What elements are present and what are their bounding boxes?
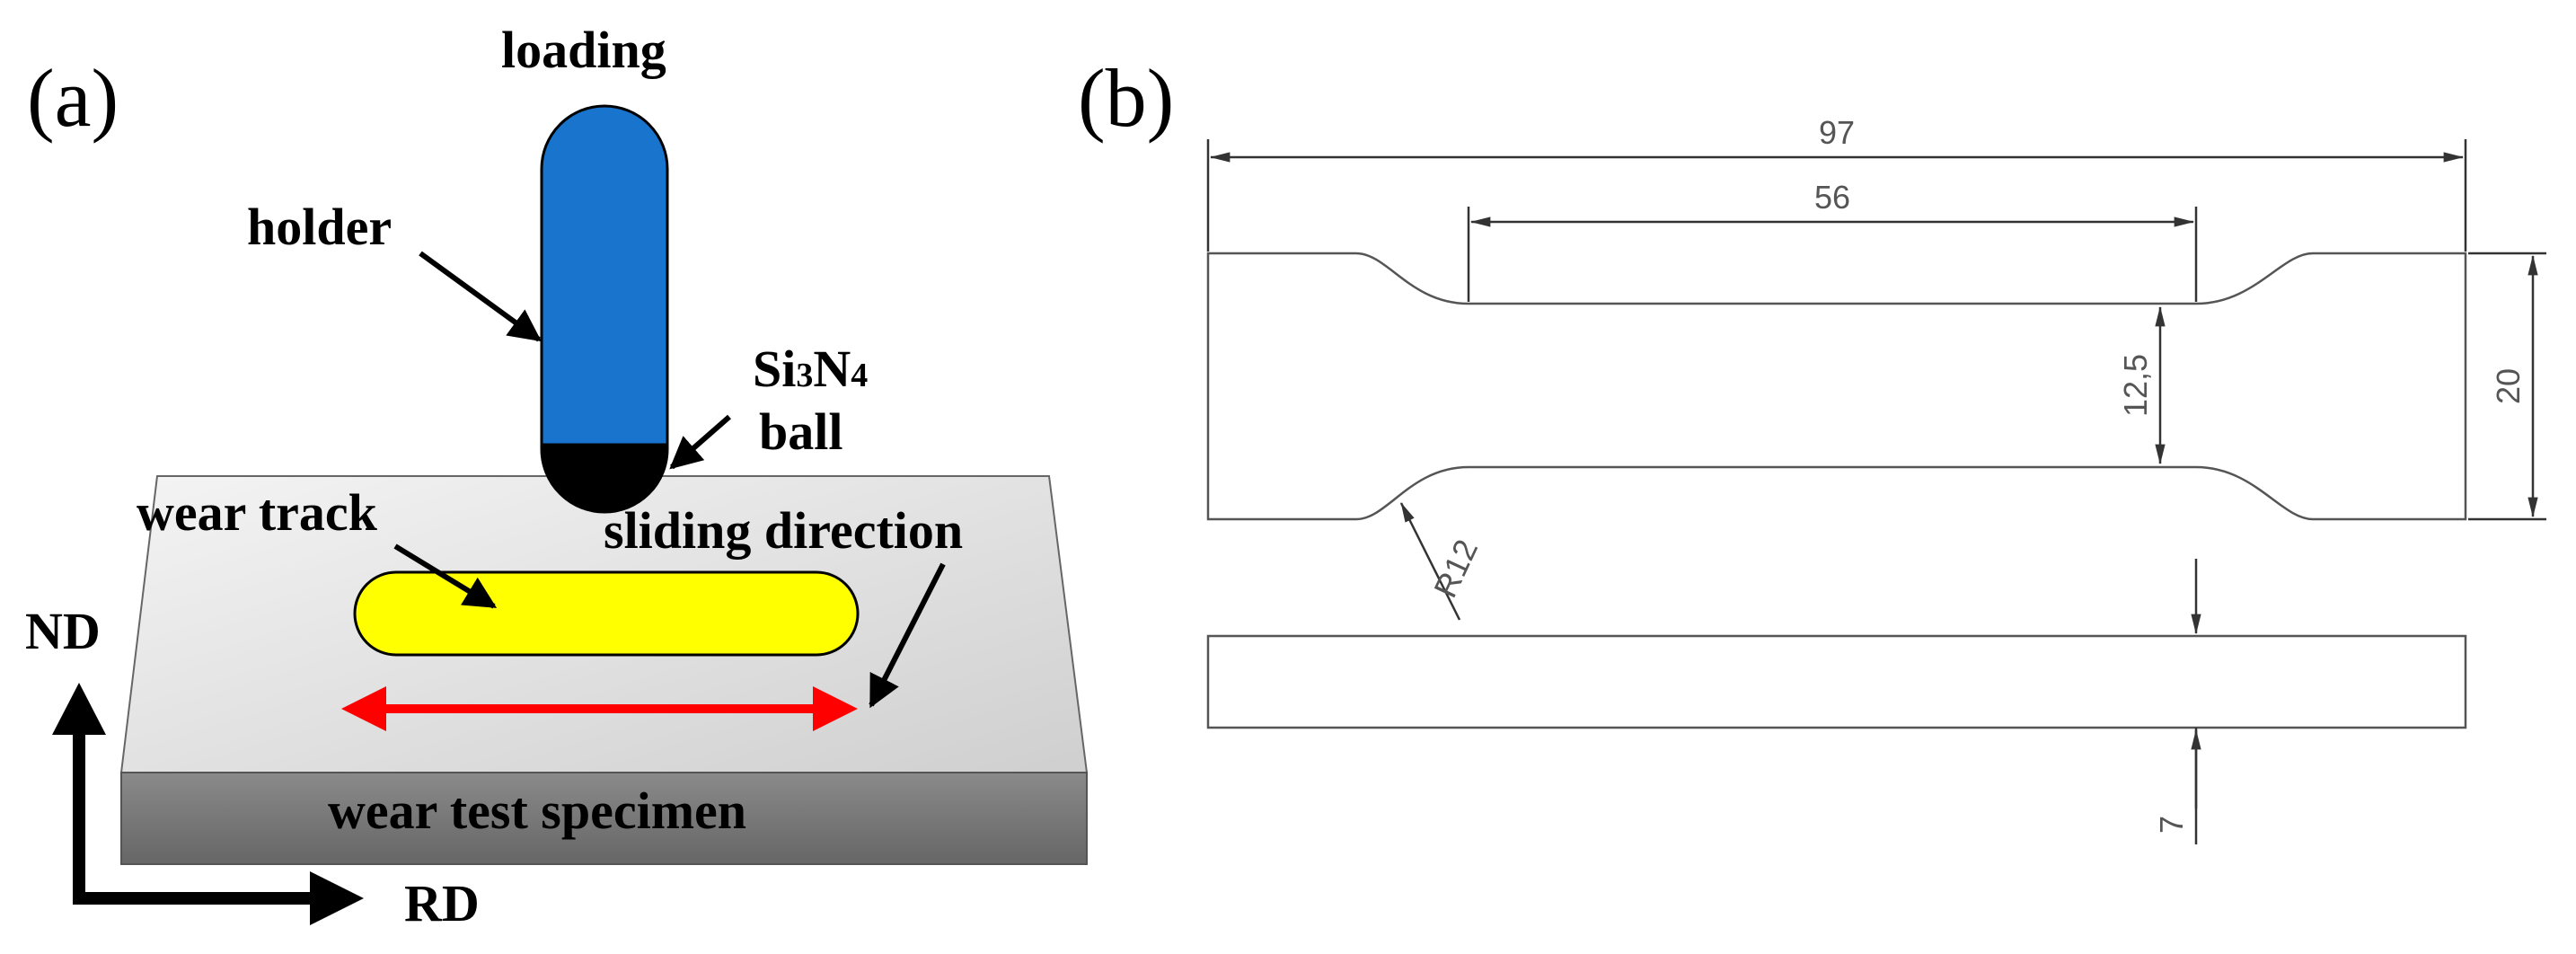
sliding-direction-label: sliding direction <box>604 501 963 560</box>
dim-total-length-label: 97 <box>1819 114 1855 151</box>
dim-radius-label: R12 <box>1426 534 1485 603</box>
rd-label: RD <box>404 874 480 932</box>
panel-a-label: (a) <box>27 52 119 144</box>
sliding-direction-pointer-arrow <box>869 562 946 709</box>
dogbone-outline <box>1206 252 2467 521</box>
ball-formula-label: Si3N4 <box>753 340 868 398</box>
dim-total-length: 97 <box>1206 114 2467 252</box>
wear-track-pointer-arrow <box>393 543 498 609</box>
holder-label: holder <box>247 198 392 256</box>
dim-gauge-width: 12,5 <box>2117 305 2166 465</box>
dim-gauge-length-label: 56 <box>1814 179 1850 216</box>
panel-b-label: (b) <box>1078 52 1174 144</box>
side-view-plate <box>1206 634 2467 729</box>
nd-label: ND <box>25 602 101 660</box>
dim-gauge-length: 56 <box>1467 179 2198 302</box>
ball-pointer-arrow <box>669 414 731 470</box>
dim-thickness: 7 <box>2153 559 2201 844</box>
specimen-front-face <box>120 772 1088 865</box>
sliding-direction-arrow <box>341 686 858 731</box>
dim-grip-width-label: 20 <box>2490 368 2527 404</box>
dim-grip-width: 20 <box>2468 252 2546 521</box>
loading-label: loading <box>501 21 666 79</box>
holder-pin <box>540 104 669 514</box>
ball-label: ball <box>759 402 843 461</box>
dim-gauge-width-label: 12,5 <box>2117 354 2154 417</box>
holder-body <box>540 104 669 446</box>
wear-track-label: wear track <box>137 483 378 542</box>
si3n4-ball <box>540 443 669 514</box>
panel-a: (a) wear test specimen loading holder Si… <box>25 21 1089 932</box>
dim-radius: R12 <box>1399 501 1485 621</box>
panel-b: (b) 97 56 12,5 20 <box>1078 52 2546 844</box>
dim-thickness-label: 7 <box>2153 816 2190 834</box>
nd-rd-axes: ND RD <box>25 602 480 932</box>
specimen-label: wear test specimen <box>328 782 746 840</box>
wear-track <box>353 570 860 657</box>
holder-pointer-arrow <box>419 251 542 342</box>
